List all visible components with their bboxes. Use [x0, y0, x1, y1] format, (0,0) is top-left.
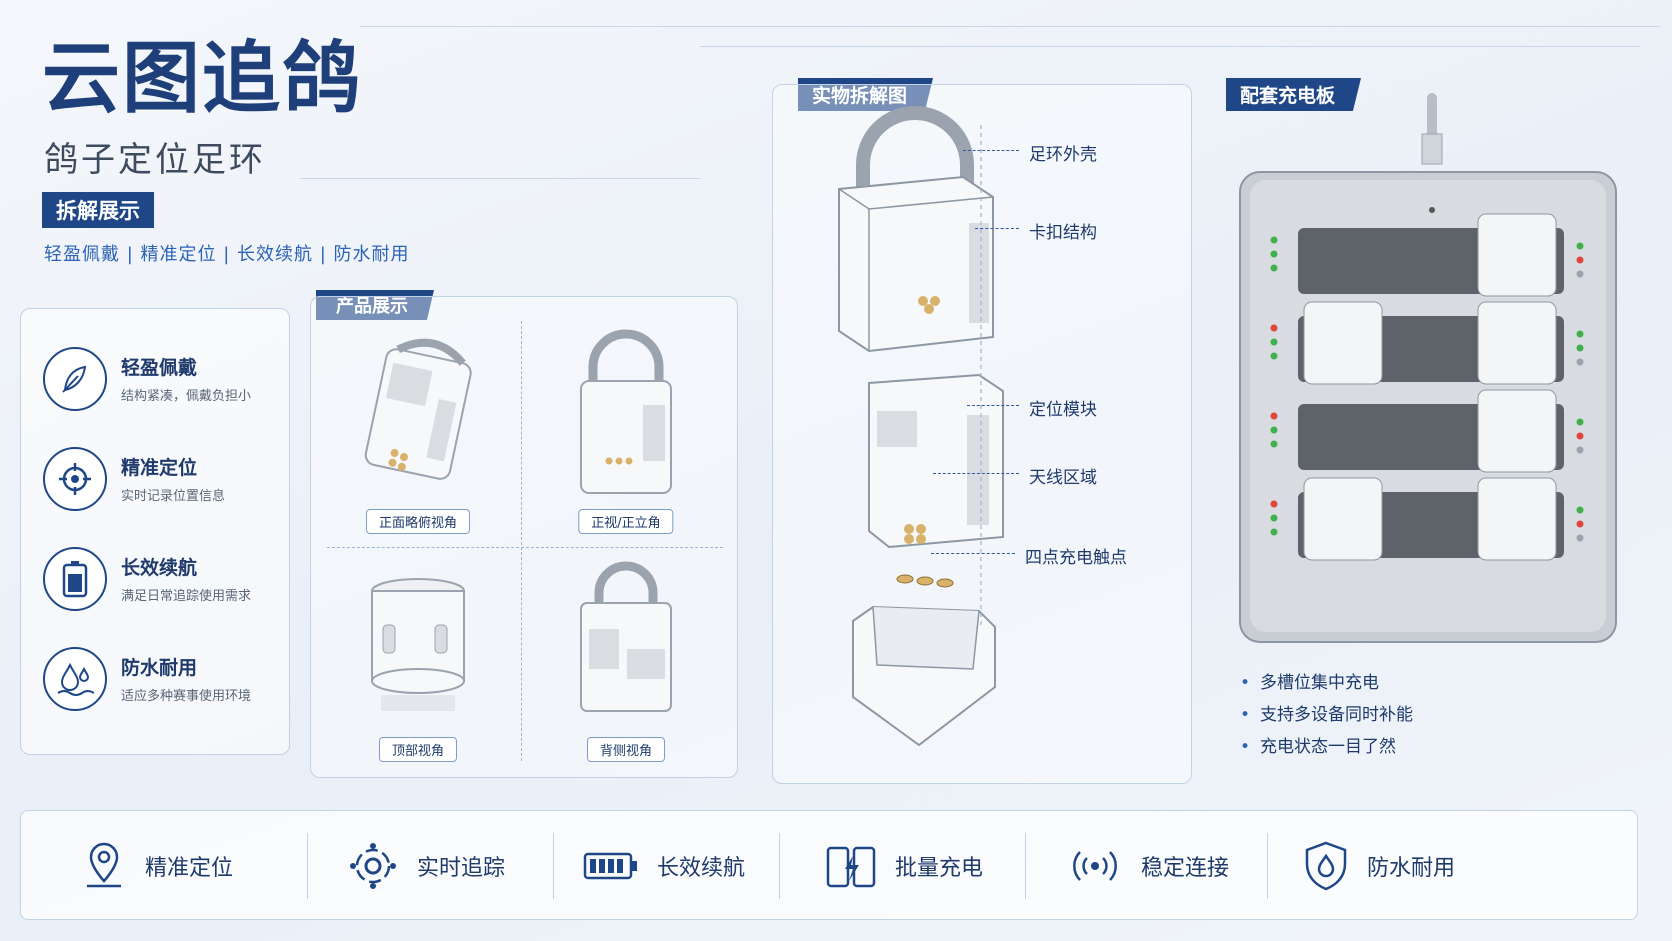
bottom-feature-location: 精准定位: [81, 811, 233, 921]
feature-title: 长效续航: [121, 557, 198, 579]
callout-shell: 足环外壳: [1029, 145, 1097, 165]
callout-line: [933, 473, 1019, 474]
location-pin-icon: [87, 842, 121, 888]
product-image: [580, 329, 672, 494]
feature-title: 轻盈佩戴: [121, 357, 198, 379]
bottom-feature-waterproof: 防水耐用: [1303, 811, 1455, 921]
feature-item-light: 轻盈佩戴 结构紧凑，佩戴负担小: [43, 347, 283, 417]
feature-item-battery: 长效续航 满足日常追踪使用需求: [43, 547, 283, 617]
feature-title: 精准定位: [121, 457, 198, 479]
decor-line-top-2: [700, 46, 1640, 47]
bottom-feature-label: 稳定连接: [1141, 856, 1230, 881]
product-view-label: 背侧视角: [586, 737, 666, 762]
battery-icon: [43, 547, 107, 611]
charging-slot-row: [1298, 301, 1564, 385]
feature-desc: 实时记录位置信息: [121, 489, 226, 504]
bottom-feature-battery: 长效续航: [583, 811, 745, 921]
bottom-feature-label: 长效续航: [657, 856, 746, 881]
bottom-feature-charging: 批量充电: [825, 811, 983, 921]
product-showcase-panel: 正面略俯视角 正视/正立角 顶部视角 背侧视角: [310, 296, 738, 778]
product-view-front: 正视/正立角: [531, 325, 721, 540]
product-view-label: 正视/正立角: [578, 509, 674, 534]
divider: [307, 833, 308, 899]
product-image: [371, 578, 465, 711]
product-view-back: 背侧视角: [531, 553, 721, 768]
bottom-feature-label: 精准定位: [145, 856, 234, 881]
battery-full-icon: [583, 852, 637, 880]
callout-antenna: 天线区域: [1029, 468, 1097, 488]
section-tag-exploded: 实物拆解图: [798, 78, 934, 111]
tracking-target-icon: [350, 843, 396, 889]
exploded-diagram: [838, 106, 1004, 747]
charger-bullet: 支持多设备同时补能: [1240, 700, 1413, 725]
product-image: [364, 338, 472, 480]
charging-board-image: [1239, 93, 1617, 643]
section-tag-charger: 配套充电板: [1226, 78, 1362, 111]
callout-line: [975, 228, 1019, 229]
divider: [553, 833, 554, 899]
feature-title: 防水耐用: [121, 657, 198, 679]
charging-slot-row: [1298, 213, 1564, 297]
divider: [779, 833, 780, 899]
charging-slot-row: [1298, 389, 1564, 473]
bottom-feature-label: 实时追踪: [417, 856, 506, 881]
crosshair-icon: [43, 447, 107, 511]
divider: [1267, 833, 1268, 899]
charger-bullet: 多槽位集中充电: [1240, 668, 1379, 693]
feature-item-precise: 精准定位 实时记录位置信息: [43, 447, 283, 517]
callout-line: [967, 405, 1019, 406]
product-view-top: 顶部视角: [323, 553, 513, 768]
product-image: [580, 561, 672, 712]
product-view-front-top: 正面略俯视角: [323, 325, 513, 540]
charger-bullet: 充电状态一目了然: [1240, 732, 1396, 757]
product-view-label: 正面略俯视角: [365, 509, 471, 534]
feature-item-waterproof: 防水耐用 适应多种赛事使用环境: [43, 647, 283, 717]
callout-clasp: 卡扣结构: [1029, 223, 1097, 243]
section-tag-products: 产品展示: [316, 290, 434, 320]
callout-module: 定位模块: [1029, 400, 1097, 420]
exploded-view-panel: 足环外壳 卡扣结构 定位模块 天线区域 四点充电触点: [772, 84, 1192, 784]
callout-line: [931, 553, 1015, 554]
feather-icon: [43, 347, 107, 411]
shield-drop-icon: [1305, 841, 1347, 891]
callout-contacts: 四点充电触点: [1025, 548, 1127, 568]
bottom-feature-connection: 稳定连接: [1067, 811, 1229, 921]
bottom-feature-label: 批量充电: [895, 856, 984, 881]
page-title: 云图追鸽: [42, 34, 363, 124]
callout-line: [963, 150, 1019, 151]
charging-slot-row: [1298, 477, 1564, 561]
feature-desc: 结构紧凑，佩戴负担小: [121, 389, 252, 404]
bottom-feature-tracking: 实时追踪: [347, 811, 505, 921]
features-summary: 轻盈佩戴 | 精准定位 | 长效续航 | 防水耐用: [44, 244, 410, 265]
section-tag-teardown: 拆解展示: [42, 192, 154, 228]
decor-line-left: [300, 178, 700, 179]
feature-desc: 满足日常追踪使用需求: [121, 589, 252, 604]
water-drop-icon: [43, 647, 107, 711]
feature-desc: 适应多种赛事使用环境: [121, 689, 252, 704]
product-view-label: 顶部视角: [378, 737, 458, 762]
page-subtitle: 鸽子定位足环: [44, 140, 266, 180]
bottom-feature-label: 防水耐用: [1367, 856, 1456, 881]
feature-list-panel: 轻盈佩戴 结构紧凑，佩戴负担小 精准定位 实时记录位置信息 长效续航 满足日常追…: [20, 308, 290, 755]
batch-charge-icon: [826, 846, 876, 888]
bottom-feature-bar: 精准定位 实时追踪 长效续航 批量充电 稳定连接 防水耐用: [20, 810, 1638, 920]
decor-line-top: [360, 26, 1660, 27]
divider: [327, 547, 723, 548]
signal-icon: [1073, 851, 1117, 881]
divider: [521, 321, 522, 761]
divider: [1025, 833, 1026, 899]
